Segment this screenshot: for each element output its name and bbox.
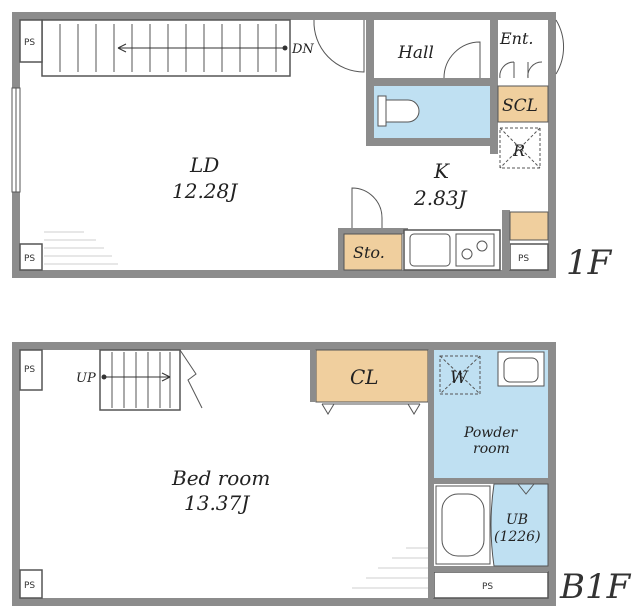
room-bedroom-name: Bed room xyxy=(171,466,270,490)
room-entrance-name: Ent. xyxy=(499,29,534,48)
stove-burner xyxy=(476,240,488,252)
door-swing-ent xyxy=(555,19,565,75)
bath-floor xyxy=(490,483,549,567)
room-ld-name: LD xyxy=(189,153,219,177)
ps-label: PS xyxy=(24,581,35,591)
wall-ent-left xyxy=(490,20,498,154)
stair-1f-arrowhead xyxy=(117,43,127,53)
scl-label: SCL xyxy=(502,96,538,116)
stair-1f-dot xyxy=(282,45,288,51)
closet xyxy=(315,349,429,403)
wall-bath-top xyxy=(428,478,548,484)
powder-label-line1: Powder xyxy=(463,425,519,441)
ps-label: PS xyxy=(482,582,493,592)
stair-1f-label: DN xyxy=(291,42,314,57)
stair-b1f-break xyxy=(179,349,203,409)
shoe-doors xyxy=(499,61,543,79)
wall-bath-bottom xyxy=(428,566,548,572)
stove-burner xyxy=(461,248,473,260)
wall-hall-left xyxy=(366,20,374,78)
refrigerator-label: R xyxy=(512,141,525,160)
wall-powder-left xyxy=(428,350,434,598)
wall-sto-top xyxy=(338,228,408,234)
scl-closet xyxy=(497,85,549,123)
ps-box-b1f-top-left xyxy=(19,349,43,391)
ps-box-1f-bottom-left xyxy=(19,243,43,271)
stove xyxy=(455,233,495,267)
closet-doors xyxy=(321,403,421,415)
bath-size: (1226) xyxy=(494,529,541,545)
wall-toilet-left xyxy=(366,86,374,146)
step-hatch-b1f xyxy=(352,547,428,589)
room-kitchen-name: K xyxy=(433,159,450,183)
stair-b1f-label: UP xyxy=(76,371,96,386)
door-swing-storage xyxy=(351,187,383,228)
floor-1f: DN PS PS PS xyxy=(11,12,613,283)
floor-b1f: PS PS PS UP CL xyxy=(12,342,632,607)
wall-sto-left xyxy=(338,228,344,270)
wall-toilet-bottom xyxy=(366,138,498,146)
step-hatch-1f xyxy=(44,231,118,265)
washer-label: W xyxy=(450,368,469,388)
ps-box-1f-top-left xyxy=(19,19,43,63)
toilet-bowl xyxy=(385,99,420,123)
door-swing-wc xyxy=(443,41,481,79)
room-kitchen-size: 2.83J xyxy=(413,186,468,210)
room-ld-size: 12.28J xyxy=(172,179,238,203)
ps-label: PS xyxy=(518,254,529,264)
wall-fridge-left xyxy=(502,210,510,270)
stair-b1f-dot xyxy=(101,374,107,380)
closet-label: CL xyxy=(350,365,379,389)
stair-b1f-arrowhead xyxy=(161,372,171,382)
kitchen-shelf xyxy=(509,211,549,241)
wall-closet-left xyxy=(310,350,316,402)
floor-label-b1f: B1F xyxy=(559,567,632,607)
ps-label: PS xyxy=(24,254,35,264)
powder-label-line2: room xyxy=(473,441,510,457)
stair-b1f-treads xyxy=(111,352,171,408)
kitchen-sink xyxy=(409,233,451,267)
room-hall-name: Hall xyxy=(397,43,434,63)
storage-label: Sto. xyxy=(353,243,385,262)
bath-door xyxy=(517,483,535,495)
room-bedroom-size: 13.37J xyxy=(184,491,250,515)
toilet-tank xyxy=(377,95,387,127)
ps-label: PS xyxy=(24,38,35,48)
ps-box-b1f-bottom-left xyxy=(19,569,43,599)
stair-b1f-frame xyxy=(99,349,181,411)
wall-hall-bottom xyxy=(366,78,496,86)
bath-label: UB xyxy=(506,512,528,528)
floor-label-1f: 1F xyxy=(566,243,613,283)
ps-label: PS xyxy=(24,365,35,375)
storage-closet xyxy=(343,233,403,271)
door-swing-hall xyxy=(313,19,365,73)
